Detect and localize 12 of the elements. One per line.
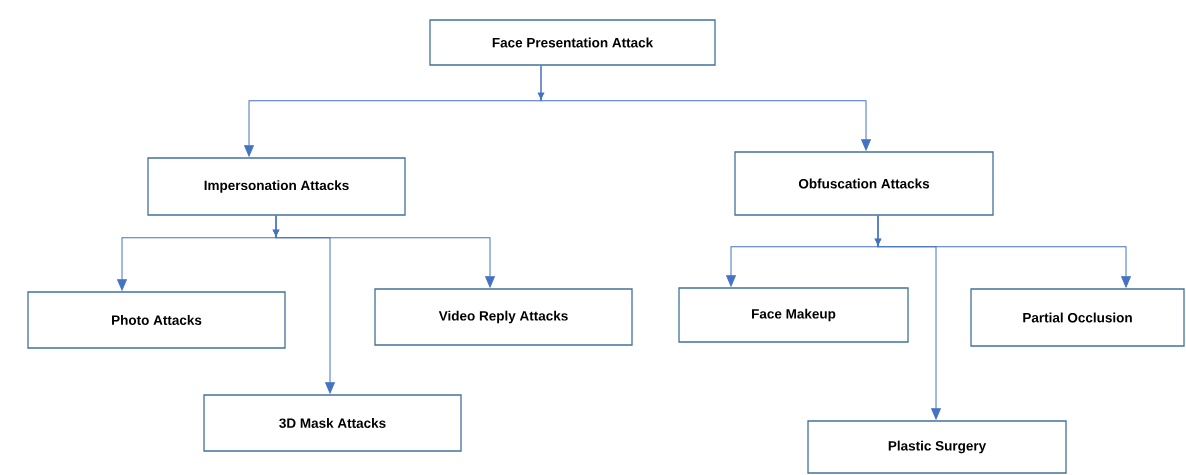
arrow [537, 65, 871, 151]
category-box: Obfuscation Attacks [734, 151, 994, 216]
category-box: Photo Attacks [27, 291, 286, 349]
arrow [874, 215, 941, 420]
category-box: Face Presentation Attack [429, 19, 716, 66]
arrow [272, 215, 335, 394]
category-box: Impersonation Attacks [147, 157, 406, 216]
category-box: Partial Occlusion [970, 288, 1185, 347]
category-box: Video Reply Attacks [374, 288, 633, 346]
category-box: 3D Mask Attacks [203, 394, 462, 452]
category-box: Plastic Surgery [807, 420, 1067, 474]
category-box: Face Makeup [678, 287, 909, 343]
